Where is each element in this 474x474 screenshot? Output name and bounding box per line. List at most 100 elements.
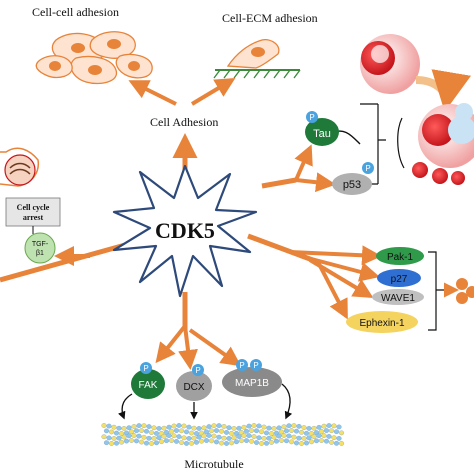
microtubule-subunit: [216, 434, 222, 440]
microtubule-subunit: [241, 433, 247, 438]
wave1-node: [372, 289, 424, 305]
microtubule-subunit: [101, 423, 107, 428]
microtubule-subunit: [306, 435, 312, 441]
microtubule-subunit: [271, 426, 277, 431]
microtubule-subunit: [121, 426, 127, 431]
microtubule-subunit: [146, 435, 152, 441]
cell-ecm-adhesion-label: Cell-ECM adhesion: [222, 11, 318, 25]
microtubule-subunit: [303, 430, 310, 436]
microtubule-subunit: [171, 433, 177, 439]
microtubule-subunit: [243, 438, 250, 443]
p53-phospho-label: P: [365, 164, 370, 173]
microtubule-subunit: [163, 438, 170, 444]
microtubule-subunit: [311, 434, 317, 439]
microtubule-subunit: [293, 428, 300, 434]
microtubule-subunit: [213, 428, 220, 433]
microtubule-subunit: [246, 433, 252, 438]
microtubule-subunit: [248, 428, 255, 433]
microtubule-subunit: [263, 441, 270, 446]
microtubule-subunit: [276, 425, 282, 431]
microtubule-subunit: [173, 428, 180, 433]
microtubule-subunit: [276, 433, 282, 439]
map1b-phospho-badge-1: [236, 359, 248, 371]
microtubule-subunit: [236, 425, 242, 431]
microtubule-subunit: [281, 433, 287, 438]
microtubule-subunit: [256, 423, 262, 429]
microtubule-subunit: [141, 423, 147, 428]
microtubule-subunit: [116, 425, 122, 431]
microtubule-subunit: [326, 423, 332, 428]
tau-phospho-label: P: [309, 113, 314, 122]
microtubule-subunit: [288, 428, 295, 433]
microtubule-subunit: [198, 438, 205, 444]
microtubule-subunit: [223, 441, 230, 446]
cell-cell-adhesion-label: Cell-cell adhesion: [32, 5, 119, 19]
microtubule-subunit: [246, 423, 252, 429]
cell-cycle-arrest-line1: Cell cycle: [17, 203, 50, 212]
cell-cycle-arrest-box: [5, 197, 61, 227]
microtubule-subunit: [183, 441, 190, 446]
microtubule-subunit: [301, 425, 307, 430]
microtubule-subunit: [178, 428, 185, 434]
microtubule-subunit: [336, 424, 342, 430]
microtubule-subunit: [126, 433, 132, 439]
cdk5-star: [112, 164, 258, 298]
fak-phospho-badge: [140, 362, 152, 374]
microtubule-subunit: [196, 434, 202, 440]
microtubule-subunit: [271, 434, 277, 440]
microtubule-subunit: [298, 441, 305, 446]
microtubule-subunit: [296, 435, 302, 441]
microtubule-subunit: [221, 424, 227, 429]
microtubule-subunit: [128, 438, 135, 443]
microtubule-subunit: [243, 428, 250, 434]
microtubule-subunit: [306, 426, 312, 431]
dcx-label: DCX: [183, 382, 204, 393]
microtubule-subunit: [191, 435, 197, 441]
microtubule-subunit: [268, 440, 275, 445]
tau-p53-bracket: [360, 103, 386, 185]
microtubule-subunit: [278, 429, 285, 435]
microtubule-subunit: [226, 436, 232, 441]
microtubule-subunit: [238, 438, 245, 444]
microtubule-subunit: [258, 441, 265, 446]
microtubule-subunit: [193, 439, 200, 445]
tau-phospho-badge: [306, 111, 318, 123]
microtubule-subunit: [153, 431, 160, 436]
microtubule-subunit: [263, 430, 270, 436]
microtubule-subunit: [153, 440, 160, 446]
microtubule-subunit: [273, 438, 280, 444]
microtubule-subunit: [186, 424, 192, 430]
microtubule-subunit: [116, 435, 122, 441]
microtubule-subunit: [311, 425, 317, 431]
microtubule-subunit: [101, 434, 107, 440]
microtubule-subunit: [328, 428, 335, 434]
microtubule-subunit: [118, 439, 125, 445]
microtubule-subunit: [168, 428, 175, 434]
microtubule-subunit: [188, 430, 195, 436]
microtubule-subunit: [108, 441, 115, 446]
tgf-label-line2: β1: [36, 250, 44, 257]
microtubule-subunit: [176, 423, 182, 428]
microtubule-subunit: [283, 428, 290, 434]
wave1-label: WAVE1: [381, 293, 415, 304]
microtubule-subunit: [326, 434, 332, 439]
fak-node: [131, 369, 165, 399]
microtubule-subunit: [281, 424, 287, 430]
cell-cell-nuclei: [49, 39, 140, 75]
microtubule-subunit: [223, 430, 230, 435]
microtubule-subunit: [113, 440, 120, 446]
microtubule-subunit: [321, 433, 327, 438]
microtubule-subunit: [291, 434, 297, 440]
microtubule-subunit: [148, 441, 155, 446]
microtubule-subunit: [321, 423, 327, 429]
map1b-phospho-label-2: P: [253, 361, 258, 370]
dcx-phospho-label: P: [195, 366, 200, 375]
p53-node: [332, 173, 372, 195]
tau-node: [305, 118, 339, 146]
microtubule-subunit: [173, 439, 180, 444]
microtubule-subunit: [156, 426, 162, 431]
microtubule-subunit: [146, 424, 152, 429]
microtubule-subunit: [323, 438, 330, 444]
microtubule-subunit: [208, 438, 215, 444]
